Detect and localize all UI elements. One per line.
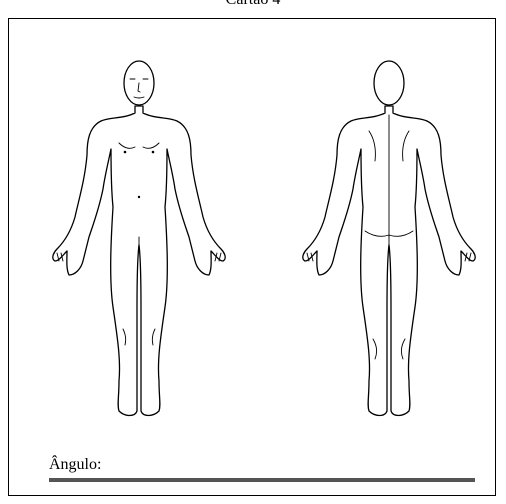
card-title: Cartão 4 xyxy=(0,0,506,9)
angle-answer-line[interactable] xyxy=(49,478,475,482)
chest-mark-left xyxy=(124,151,127,154)
body-front-icon xyxy=(39,39,239,429)
navel-mark xyxy=(138,196,140,198)
angle-label: Ângulo: xyxy=(49,456,101,474)
body-back-drawing xyxy=(289,39,489,429)
chest-mark-right xyxy=(152,151,155,154)
card-frame: Ângulo: xyxy=(8,18,496,496)
body-back-icon xyxy=(289,39,489,429)
body-front-drawing xyxy=(39,39,239,429)
